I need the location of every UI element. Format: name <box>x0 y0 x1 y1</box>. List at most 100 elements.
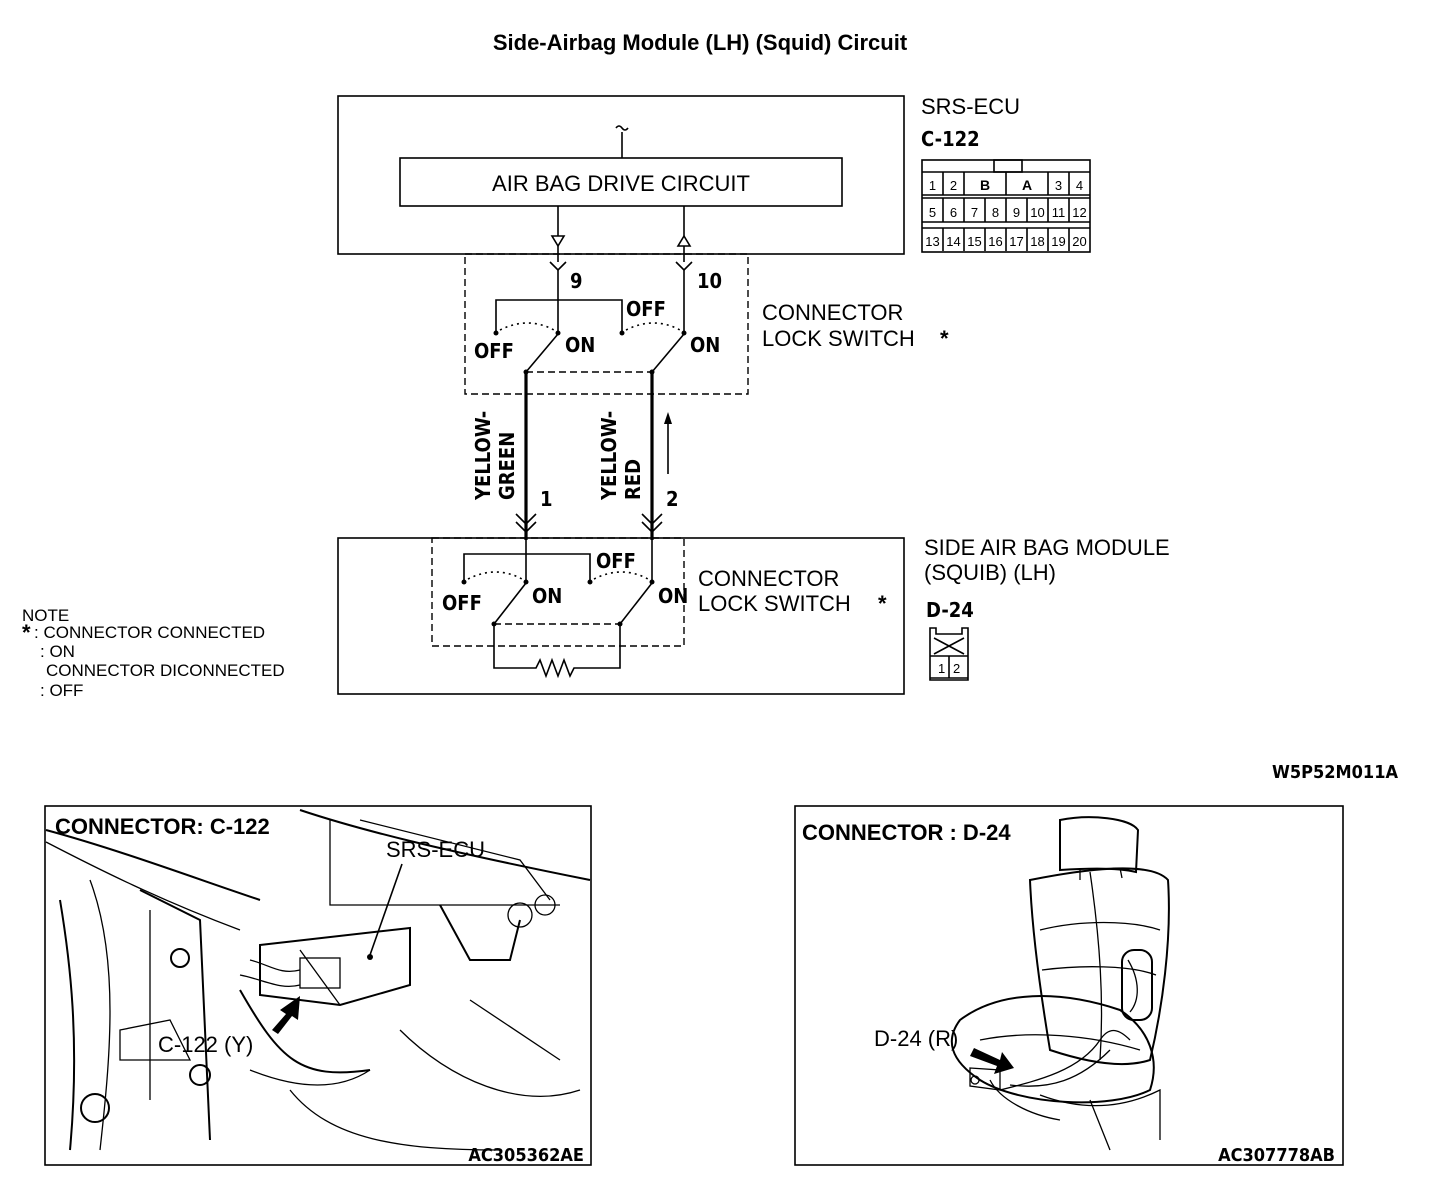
c122-pin-6: 6 <box>950 205 957 220</box>
lower-lock-switch-star: * <box>878 591 887 616</box>
dashboard-drawing <box>45 809 591 1151</box>
photo-left-ecu-callout: SRS-ECU <box>386 837 485 862</box>
c122-pin-A: A <box>1022 177 1032 193</box>
note-line3: CONNECTOR DICONNECTED <box>46 661 285 680</box>
photo-right-arrow-icon <box>970 1048 1014 1074</box>
upper-switch-blade-right <box>651 333 685 373</box>
c122-pin-16: 16 <box>988 234 1002 249</box>
srs-ecu-name: SRS-ECU <box>921 94 1020 119</box>
airbag-drive-circuit-label: AIR BAG DRIVE CIRCUIT <box>492 171 750 196</box>
squib-resistor <box>493 624 621 679</box>
srs-ecu-unit-drawing <box>259 926 411 1007</box>
note-line4: : OFF <box>40 681 83 700</box>
c122-pin-15: 15 <box>967 234 981 249</box>
current-flow-arrow-icon <box>664 412 672 424</box>
d24-pin-1: 1 <box>938 661 945 676</box>
pin-10-label: 10 <box>697 269 722 293</box>
lower-off-label-top: OFF <box>596 549 636 573</box>
pin-10-connector-icon <box>675 261 693 272</box>
wire-2-color-2: RED <box>621 459 645 500</box>
upper-off-contact-left <box>493 330 499 336</box>
c122-pin-14: 14 <box>946 234 960 249</box>
diagram-title: Side-Airbag Module (LH) (Squid) Circuit <box>493 30 908 55</box>
photo-left-frame <box>44 805 592 1166</box>
upper-lock-switch-label-2: LOCK SWITCH <box>762 326 915 351</box>
c122-pin-9: 9 <box>1013 205 1020 220</box>
wire-2-color-1: YELLOW- <box>597 411 621 501</box>
c122-pin-13: 13 <box>925 234 939 249</box>
lower-lock-switch-label-2: LOCK SWITCH <box>698 591 851 616</box>
power-symbol-icon <box>615 125 629 131</box>
lower-off-bridge <box>463 553 591 582</box>
note-line2: : ON <box>40 642 75 661</box>
output-arrow-up-icon <box>676 234 692 247</box>
output-arrow-down-icon <box>550 235 566 248</box>
lower-off-label-bottom: OFF <box>442 591 482 615</box>
lower-lock-switch-label-1: CONNECTOR <box>698 566 839 591</box>
note-heading: NOTE <box>22 606 69 625</box>
c122-pin-19: 19 <box>1051 234 1065 249</box>
photo-right-frame <box>794 805 1344 1166</box>
c122-pin-3: 3 <box>1055 178 1062 193</box>
pin-9-label: 9 <box>570 269 583 293</box>
note-block: NOTE * : CONNECTOR CONNECTED : ON CONNEC… <box>22 606 285 700</box>
c122-pin-2: 2 <box>950 178 957 193</box>
wire-1-color-2: GREEN <box>495 432 519 500</box>
upper-on-label-left: ON <box>565 333 595 357</box>
srs-ecu-connector-id: C-122 <box>921 127 980 151</box>
photo-panel-c122: CONNECTOR: C-122 SRS-ECU C-122 (Y) AC305… <box>44 805 592 1166</box>
upper-off-bridge <box>495 299 623 333</box>
upper-lock-switch-label-1: CONNECTOR <box>762 300 903 325</box>
note-line1: : CONNECTOR CONNECTED <box>34 623 265 642</box>
airbag-drive-circuit-box <box>399 157 843 207</box>
pin-9-connector-icon <box>549 261 567 272</box>
upper-on-label-right: ON <box>690 333 720 357</box>
c122-pin-12: 12 <box>1072 205 1086 220</box>
upper-off-label-bottom: OFF <box>474 339 514 363</box>
lower-lock-switch-region <box>431 537 685 647</box>
photo-left-ecu-leader <box>369 863 403 956</box>
module-connector-id: D-24 <box>926 598 974 622</box>
c122-pin-1: 1 <box>929 178 936 193</box>
c122-pin-10: 10 <box>1030 205 1044 220</box>
wire-1-connector-icon <box>515 513 537 534</box>
wire-1-color-1: YELLOW- <box>471 411 495 501</box>
c122-pin-7: 7 <box>971 205 978 220</box>
c122-pin-20: 20 <box>1072 234 1086 249</box>
d24-pin-2: 2 <box>953 661 960 676</box>
photo-panel-d24: CONNECTOR : D-24 D-24 (R) AC307778AB <box>794 805 1344 1166</box>
c122-pin-17: 17 <box>1009 234 1023 249</box>
photo-right-connector-callout: D-24 (R) <box>874 1026 958 1051</box>
module-name-line2: (SQUIB) (LH) <box>924 560 1056 585</box>
seat-harness <box>999 1029 1131 1091</box>
c122-pin-5: 5 <box>929 205 936 220</box>
c122-pin-11: 11 <box>1052 205 1066 220</box>
side-airbag-module-drawing <box>1121 949 1153 1021</box>
lower-on-label-right: ON <box>658 584 688 608</box>
upper-off-label-top: OFF <box>626 297 666 321</box>
seat-cushion <box>950 995 1155 1104</box>
photo-right-heading: CONNECTOR : D-24 <box>802 820 1011 845</box>
photo-left-code: AC305362AE <box>468 1145 584 1166</box>
photo-left-arrow-icon <box>272 996 300 1034</box>
seat-backrest <box>1028 867 1170 1066</box>
c122-pin-18: 18 <box>1030 234 1044 249</box>
diagram-code: W5P52M011A <box>1272 762 1398 783</box>
upper-off-contact-right <box>619 330 625 336</box>
upper-lock-switch-region <box>464 253 749 395</box>
c122-pin-B: B <box>980 177 990 193</box>
module-name-line1: SIDE AIR BAG MODULE <box>924 535 1170 560</box>
photo-left-heading: CONNECTOR: C-122 <box>55 814 270 839</box>
upper-lock-switch-star: * <box>940 326 949 351</box>
c122-latch <box>993 159 1023 173</box>
upper-switch-blade-left <box>525 333 559 373</box>
lower-on-label-left: ON <box>532 584 562 608</box>
seat-headrest <box>1059 816 1140 874</box>
photo-right-code: AC307778AB <box>1218 1145 1335 1166</box>
note-star: * <box>22 620 31 645</box>
seat-drawing <box>950 816 1170 1151</box>
lower-switch-blade-right <box>619 582 653 625</box>
